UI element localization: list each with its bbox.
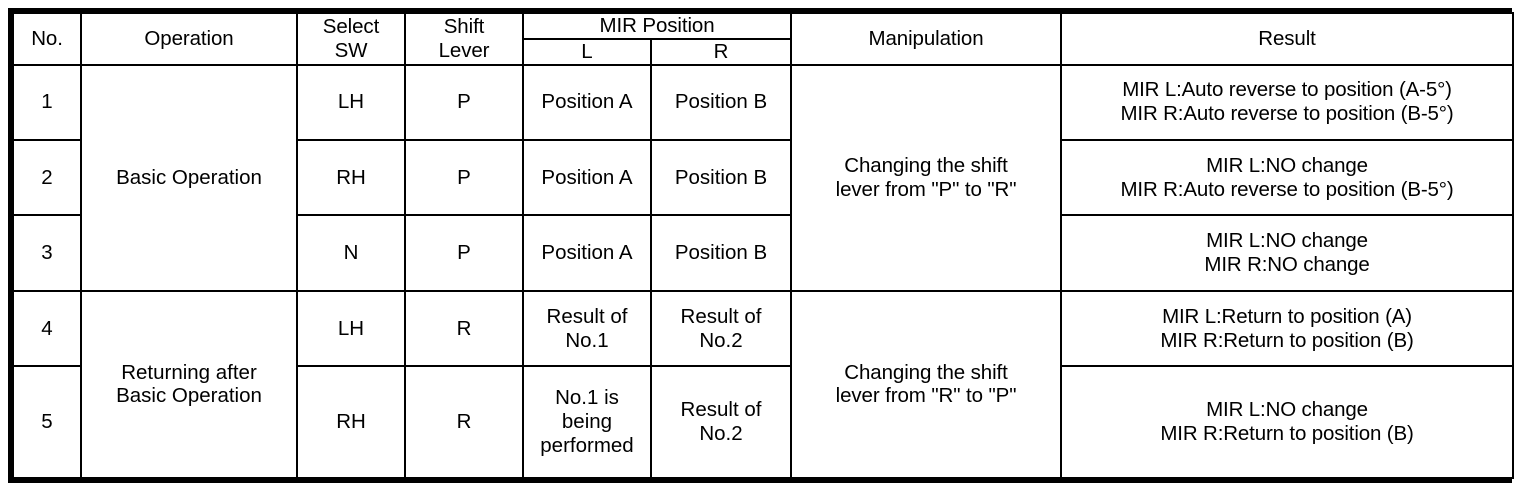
table-row: 5 RH R No.1 is being performed Result of… xyxy=(12,365,1515,479)
cell-select-sw: LH xyxy=(296,289,406,368)
cell-no: 3 xyxy=(12,214,82,292)
cell-no: 2 xyxy=(12,138,82,217)
result-line1: MIR L:NO change xyxy=(1206,153,1368,177)
header-shift-lever: Shift Lever xyxy=(404,12,524,66)
mir-l-line3: performed xyxy=(540,434,634,458)
cell-select-sw: LH xyxy=(296,63,406,141)
cell-result: MIR L:NO change MIR R:Return to position… xyxy=(1060,365,1515,479)
manipulation-line2: lever from "P" to "R" xyxy=(835,177,1017,201)
header-shift-lever-line1: Shift xyxy=(443,15,485,38)
cell-mir-r: Result of No.2 xyxy=(649,289,793,368)
mir-l-line2: being xyxy=(561,410,613,434)
table-row: 4 Returning after Basic Operation LH R R… xyxy=(12,289,1515,480)
header-row-1: No. Operation Select SW Shift Lever MIR … xyxy=(12,12,1515,66)
cell-mir-l: Result of No.1 xyxy=(522,289,652,368)
header-select-sw: Select SW xyxy=(296,12,406,66)
cell-mir-l: No.1 is being performed xyxy=(522,365,652,479)
mir-r-line1: Result of xyxy=(680,398,762,422)
mir-operation-table: No. Operation Select SW Shift Lever MIR … xyxy=(12,12,1515,480)
header-select-sw-line2: SW xyxy=(334,38,368,62)
result-line1: MIR L:Auto reverse to position (A-5°) xyxy=(1122,78,1452,102)
cell-mir-r: Position B xyxy=(649,63,793,141)
result-line1: MIR L:NO change xyxy=(1206,398,1368,422)
result-line1: MIR L:Return to position (A) xyxy=(1162,304,1412,328)
cell-no: 1 xyxy=(12,63,82,141)
cell-select-sw: N xyxy=(296,214,406,292)
cell-mir-l: Position A xyxy=(522,63,652,141)
cell-mir-r: Result of No.2 xyxy=(649,365,793,479)
cell-no: 5 xyxy=(12,365,82,479)
result-line2: MIR R:Return to position (B) xyxy=(1160,422,1414,446)
cell-shift-lever: R xyxy=(404,289,524,368)
cell-manipulation-p-to-r: Changing the shift lever from "P" to "R" xyxy=(790,63,1063,292)
cell-shift-lever: P xyxy=(404,214,524,292)
operation-returning-line1: Returning after xyxy=(121,360,257,384)
cell-result: MIR L:Auto reverse to position (A-5°) MI… xyxy=(1060,63,1515,141)
table-body: 1 Basic Operation LH P Position A Positi… xyxy=(12,63,1515,480)
header-manipulation: Manipulation xyxy=(790,12,1063,66)
mir-r-line1: Result of xyxy=(680,304,762,328)
mir-r-line2: No.2 xyxy=(699,422,743,446)
spec-table-container: No. Operation Select SW Shift Lever MIR … xyxy=(8,8,1515,483)
cell-result: MIR L:NO change MIR R:Auto reverse to po… xyxy=(1060,138,1515,217)
table-row: 3 N P Position A Position B MIR L:NO cha… xyxy=(12,214,1515,292)
header-shift-lever-line2: Lever xyxy=(438,38,490,62)
result-line2: MIR R:NO change xyxy=(1204,253,1370,277)
table-row: 1 Basic Operation LH P Position A Positi… xyxy=(12,63,1515,292)
cell-mir-r: Position B xyxy=(649,214,793,292)
result-line2: MIR R:Return to position (B) xyxy=(1160,328,1414,352)
header-select-sw-line1: Select xyxy=(322,15,380,38)
header-mir-r: R xyxy=(649,37,793,66)
cell-mir-r: Position B xyxy=(649,138,793,217)
cell-select-sw: RH xyxy=(296,138,406,217)
manipulation-line1: Changing the shift xyxy=(844,153,1008,177)
table-row: 2 RH P Position A Position B MIR L:NO ch… xyxy=(12,138,1515,217)
cell-select-sw: RH xyxy=(296,365,406,479)
cell-mir-l: Position A xyxy=(522,138,652,217)
header-row-2: L R xyxy=(13,37,1513,66)
manipulation-line1: Changing the shift xyxy=(844,360,1008,384)
operation-returning-line2: Basic Operation xyxy=(116,384,262,408)
cell-result: MIR L:NO change MIR R:NO change xyxy=(1060,214,1515,292)
cell-mir-l: Position A xyxy=(522,214,652,292)
header-result: Result xyxy=(1060,12,1515,66)
cell-shift-lever: R xyxy=(404,365,524,479)
mir-r-line2: No.2 xyxy=(699,328,743,352)
mir-l-line2: No.1 xyxy=(565,328,609,352)
header-no: No. xyxy=(12,12,82,66)
cell-shift-lever: P xyxy=(404,63,524,141)
result-line2: MIR R:Auto reverse to position (B-5°) xyxy=(1120,177,1454,201)
table-header: No. Operation Select SW Shift Lever MIR … xyxy=(12,12,1515,66)
cell-operation-returning: Returning after Basic Operation xyxy=(80,289,298,480)
cell-no: 4 xyxy=(12,289,82,368)
header-mir-l: L xyxy=(522,37,652,66)
result-line1: MIR L:NO change xyxy=(1206,229,1368,253)
cell-shift-lever: P xyxy=(404,138,524,217)
mir-l-line1: Result of xyxy=(546,304,628,328)
mir-l-line1: No.1 is xyxy=(555,386,619,410)
header-mir-position: MIR Position xyxy=(521,12,793,40)
cell-result: MIR L:Return to position (A) MIR R:Retur… xyxy=(1060,289,1515,368)
cell-operation-basic: Basic Operation xyxy=(80,63,298,292)
result-line2: MIR R:Auto reverse to position (B-5°) xyxy=(1120,102,1454,126)
cell-manipulation-r-to-p: Changing the shift lever from "R" to "P" xyxy=(790,289,1063,480)
manipulation-line2: lever from "R" to "P" xyxy=(835,384,1017,408)
header-operation: Operation xyxy=(80,12,298,66)
